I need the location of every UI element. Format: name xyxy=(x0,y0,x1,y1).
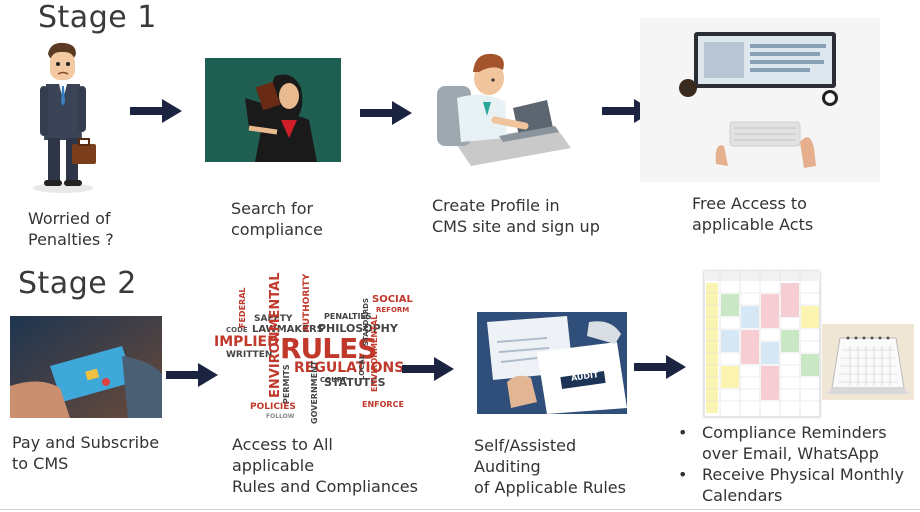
step-caption-free-access: Free Access to applicable Acts xyxy=(692,194,814,234)
word-rules: RULES xyxy=(280,332,377,365)
bullet-reminders: Compliance Reminders over Email, WhatsAp… xyxy=(676,422,916,464)
word-penalties: PENALTIES xyxy=(324,312,372,321)
word-permits: PERMITS xyxy=(282,364,291,404)
desk-with-computer-illustration xyxy=(640,18,880,182)
word-standards: STANDARDS xyxy=(362,297,370,346)
stage-1-title: Stage 1 xyxy=(38,0,157,35)
word-code: CODE xyxy=(226,326,248,334)
bullet-calendars-text: Receive Physical Monthly Calendars xyxy=(702,465,904,505)
step-caption-access-rules: Access to All applicable Rules and Compl… xyxy=(232,435,418,496)
step-caption-search: Search for compliance xyxy=(231,199,323,239)
word-government: GOVERNMENT xyxy=(310,360,319,424)
service-bullets: Compliance Reminders over Email, WhatsAp… xyxy=(676,422,916,506)
word-federal: FEDERAL xyxy=(238,287,247,328)
word-court: COURT xyxy=(320,376,347,384)
desk-calendar-illustration xyxy=(822,324,914,400)
bullet-calendars: Receive Physical Monthly Calendars xyxy=(676,464,916,506)
man-typing-laptop-illustration xyxy=(435,42,571,170)
woman-reading-book-illustration xyxy=(205,58,341,162)
word-authority: AUTHORITY xyxy=(302,273,312,332)
right-arrow-icon xyxy=(166,362,218,388)
word-enforce: ENFORCE xyxy=(362,400,404,409)
word-social: SOCIAL xyxy=(372,294,413,305)
bottom-divider xyxy=(0,509,920,510)
right-arrow-icon xyxy=(360,100,412,126)
bullet-reminders-text: Compliance Reminders over Email, WhatsAp… xyxy=(702,423,887,463)
word-policies: POLICIES xyxy=(250,402,296,412)
word-implied: IMPLIED xyxy=(214,334,279,350)
step-caption-profile: Create Profile in CMS site and sign up xyxy=(432,196,600,236)
right-arrow-icon xyxy=(634,354,686,380)
rules-word-cloud: CODE FEDERAL SAFETY LAWMAKERS IMPLIED WR… xyxy=(212,273,413,425)
word-lawmakers: LAWMAKERS xyxy=(252,324,324,335)
stage-2-title: Stage 2 xyxy=(18,266,137,301)
word-safety: SAFETY xyxy=(254,314,293,324)
word-statutes: STATUTES xyxy=(324,376,386,389)
word-regulations: REGULATIONS xyxy=(294,360,405,376)
word-written: WRITTEN xyxy=(226,350,273,360)
word-follow: FOLLOW xyxy=(266,413,295,420)
worried-businessman-illustration xyxy=(28,40,98,195)
right-arrow-icon xyxy=(130,98,182,124)
weekly-schedule-table-illustration xyxy=(703,270,821,418)
word-environmental-vertical: ENVIRONMENTAL xyxy=(370,314,379,392)
word-reform: REFORM xyxy=(376,306,410,314)
step-caption-worried: Worried of Penalties ? xyxy=(28,209,114,249)
audit-document-illustration: AUDIT xyxy=(477,312,627,414)
word-criminal: ENVIRONMENTAL xyxy=(268,272,283,399)
right-arrow-icon xyxy=(402,356,454,382)
step-caption-auditing: Self/Assisted Auditing of Applicable Rul… xyxy=(474,436,626,497)
step-caption-pay: Pay and Subscribe to CMS xyxy=(12,433,160,473)
word-local: LOCAL xyxy=(358,354,366,380)
credit-card-payment-illustration xyxy=(10,316,162,418)
word-philosophy: PHILOSOPHY xyxy=(318,322,398,335)
